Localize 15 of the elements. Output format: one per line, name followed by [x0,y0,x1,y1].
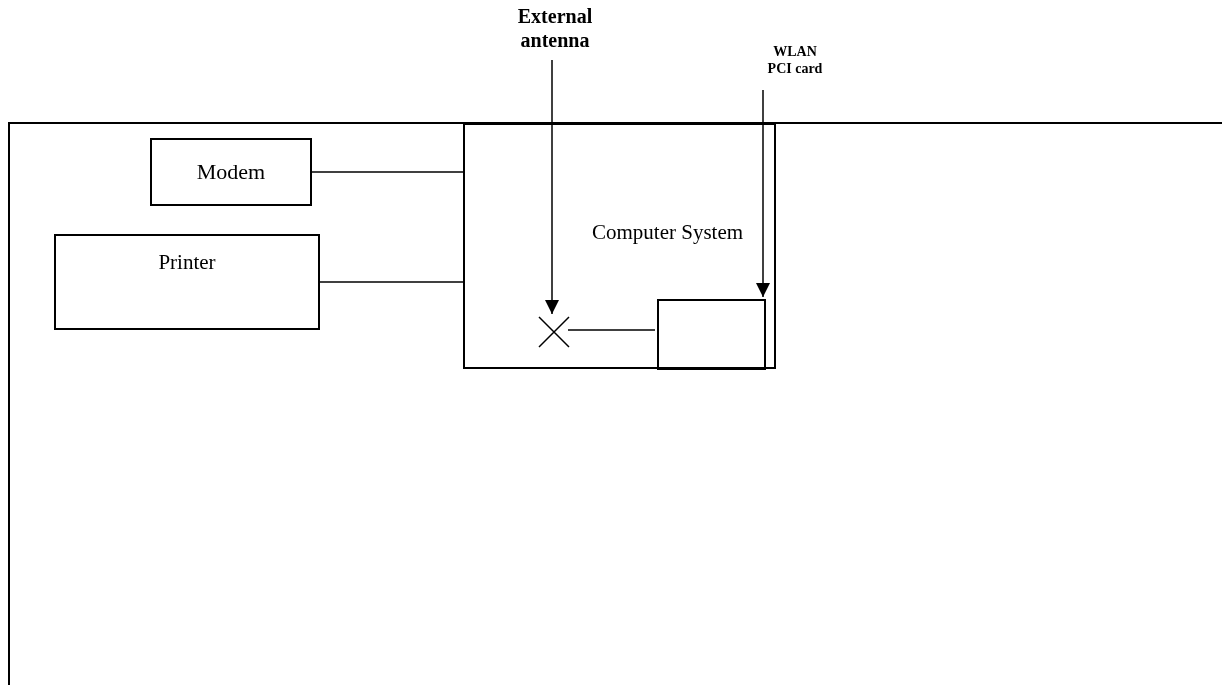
connector-line [567,329,656,331]
arrow [756,89,770,298]
box-label: Modem [196,159,266,185]
device-box [54,234,320,330]
antenna-cross-icon [538,316,570,348]
box-label: Printer [158,250,216,275]
system-box [463,123,776,369]
card-box [657,299,766,370]
callout-text: External antenna [510,4,600,52]
arrow [545,59,559,315]
connector-line [311,171,464,173]
box-label: Computer System [592,220,744,245]
callout-text: WLAN PCI card [762,44,828,78]
device-box [150,138,312,206]
connector-line [319,281,464,283]
